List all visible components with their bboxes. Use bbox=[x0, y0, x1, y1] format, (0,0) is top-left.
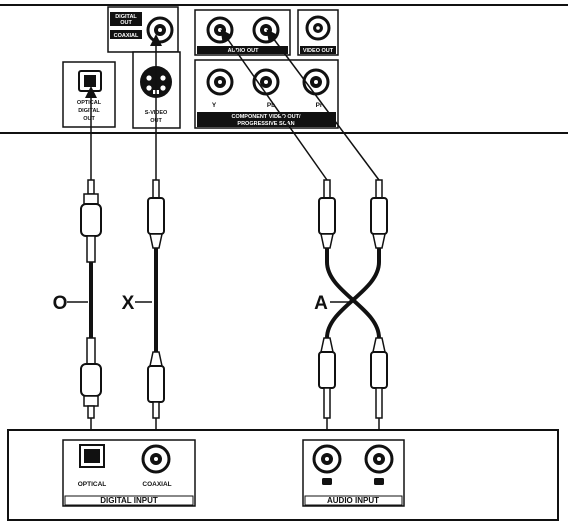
optical-out-label-2: DIGITAL bbox=[78, 108, 100, 114]
cable-label-optical: O bbox=[53, 293, 68, 314]
receiver-panel: DIGITAL INPUT AUDIO INPUT bbox=[7, 429, 559, 521]
coaxial-input-jack[interactable]: COAXIAL bbox=[141, 444, 172, 488]
audio-out-left-jack[interactable] bbox=[206, 16, 234, 44]
component-label-2: PROGRESSIVE SCAN bbox=[237, 121, 294, 127]
player-rear-panel: DIGITAL OUT COAXIAL OPTICAL DIGITAL OUT bbox=[0, 4, 568, 134]
optical-input-label: OPTICAL bbox=[78, 481, 107, 488]
coaxial-out-label: COAXIAL bbox=[114, 33, 139, 39]
audio-cable: A bbox=[314, 179, 388, 419]
optical-out-label-3: OUT bbox=[83, 116, 95, 122]
component-pb-jack[interactable]: Pb bbox=[252, 68, 280, 109]
digital-input-label: DIGITAL INPUT bbox=[100, 496, 158, 505]
coaxial-out-jack[interactable]: DIGITAL OUT COAXIAL bbox=[107, 6, 179, 53]
upper-leads bbox=[85, 29, 380, 181]
video-out-label: VIDEO OUT bbox=[303, 48, 334, 54]
jack-pb-label: Pb bbox=[267, 102, 275, 109]
jack-y-label: Y bbox=[212, 102, 217, 109]
video-out-jack[interactable]: VIDEO OUT bbox=[297, 9, 339, 56]
digital-out-label-1: DIGITAL bbox=[115, 14, 137, 20]
optical-out-label-1: OPTICAL bbox=[77, 100, 102, 106]
optical-out-jack[interactable]: OPTICAL DIGITAL OUT bbox=[62, 61, 116, 128]
optical-input-jack[interactable]: OPTICAL bbox=[78, 444, 107, 488]
audio-input-right-jack[interactable] bbox=[364, 444, 394, 485]
cable-label-coaxial: X bbox=[122, 293, 135, 314]
component-label-1: COMPONENT VIDEO OUT/ bbox=[231, 114, 301, 120]
audio-input-left-jack[interactable] bbox=[312, 444, 342, 485]
optical-cable: O bbox=[53, 179, 102, 419]
digital-out-label-2: OUT bbox=[120, 20, 132, 26]
component-y-jack[interactable]: Y bbox=[206, 68, 234, 109]
cable-label-audio: A bbox=[314, 293, 328, 314]
audio-out-right-jack[interactable] bbox=[252, 16, 280, 44]
audio-input-label: AUDIO INPUT bbox=[327, 496, 379, 505]
jack-pr-label: Pr bbox=[316, 102, 323, 109]
audio-out-label: AUDIO OUT bbox=[228, 48, 260, 54]
coaxial-cable: X bbox=[122, 179, 165, 419]
coaxial-input-label: COAXIAL bbox=[142, 481, 171, 488]
